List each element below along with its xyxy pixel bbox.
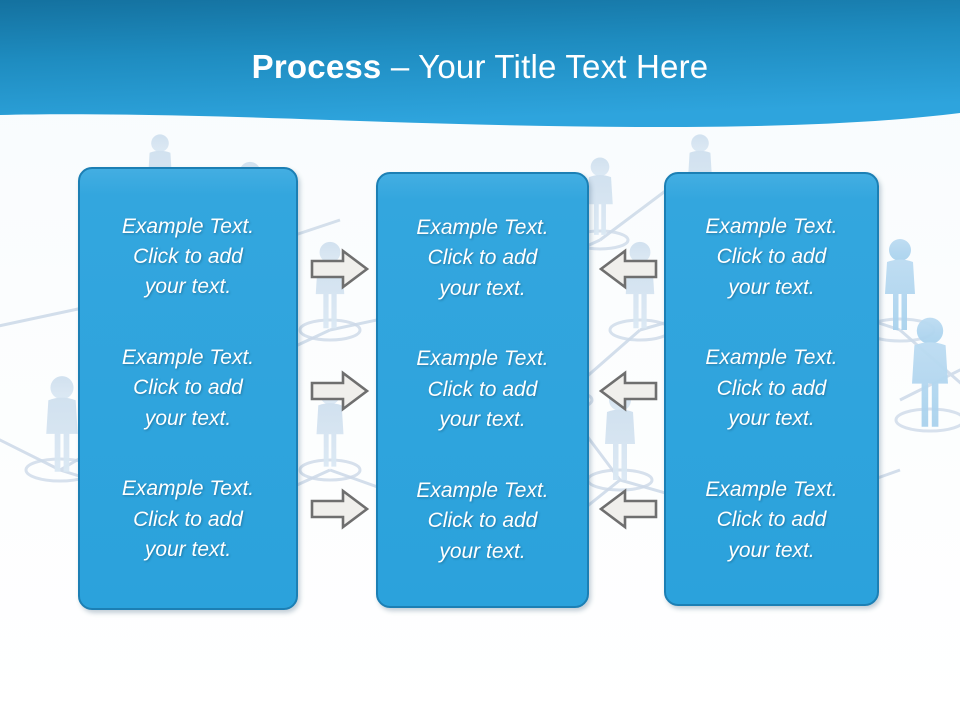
arrow-left-icon-2[interactable]	[598, 370, 658, 412]
page-title-rest: – Your Title Text Here	[381, 48, 709, 85]
process-box-3-text-2[interactable]: Example Text. Click to add your text.	[705, 346, 838, 431]
header-banner	[0, 0, 960, 128]
arrow-right-icon-1[interactable]	[310, 248, 370, 290]
arrow-right-icon-2[interactable]	[310, 370, 370, 412]
process-box-2-text-2[interactable]: Example Text. Click to add your text.	[416, 347, 549, 432]
process-box-1-text-1[interactable]: Example Text. Click to add your text.	[121, 214, 255, 299]
arrow-left-icon-1[interactable]	[598, 248, 658, 290]
process-box-1[interactable]: Example Text. Click to add your text. Ex…	[78, 167, 298, 610]
process-box-2-text-1[interactable]: Example Text. Click to add your text.	[416, 216, 549, 300]
process-box-3-text-1[interactable]: Example Text. Click to add your text.	[705, 215, 838, 299]
page-title: Process – Your Title Text Here	[0, 48, 960, 86]
people-icons-foreground	[885, 239, 948, 427]
process-box-2[interactable]: Example Text. Click to add your text. Ex…	[376, 172, 589, 608]
process-box-2-text-3[interactable]: Example Text. Click to add your text.	[416, 478, 549, 563]
process-box-3-text-3[interactable]: Example Text. Click to add your text.	[705, 477, 838, 562]
process-box-1-text-2[interactable]: Example Text. Click to add your text.	[121, 345, 255, 430]
process-box-1-content: Example Text. Click to add your text. Ex…	[80, 212, 296, 566]
process-box-2-content: Example Text. Click to add your text. Ex…	[378, 213, 587, 567]
arrow-left-icon-3[interactable]	[598, 488, 658, 530]
process-box-1-text-3[interactable]: Example Text. Click to add your text.	[121, 477, 255, 562]
process-box-3-content: Example Text. Click to add your text. Ex…	[666, 212, 877, 566]
arrow-right-icon-3[interactable]	[310, 488, 370, 530]
process-box-3[interactable]: Example Text. Click to add your text. Ex…	[664, 172, 879, 606]
page-title-bold: Process	[251, 48, 382, 85]
